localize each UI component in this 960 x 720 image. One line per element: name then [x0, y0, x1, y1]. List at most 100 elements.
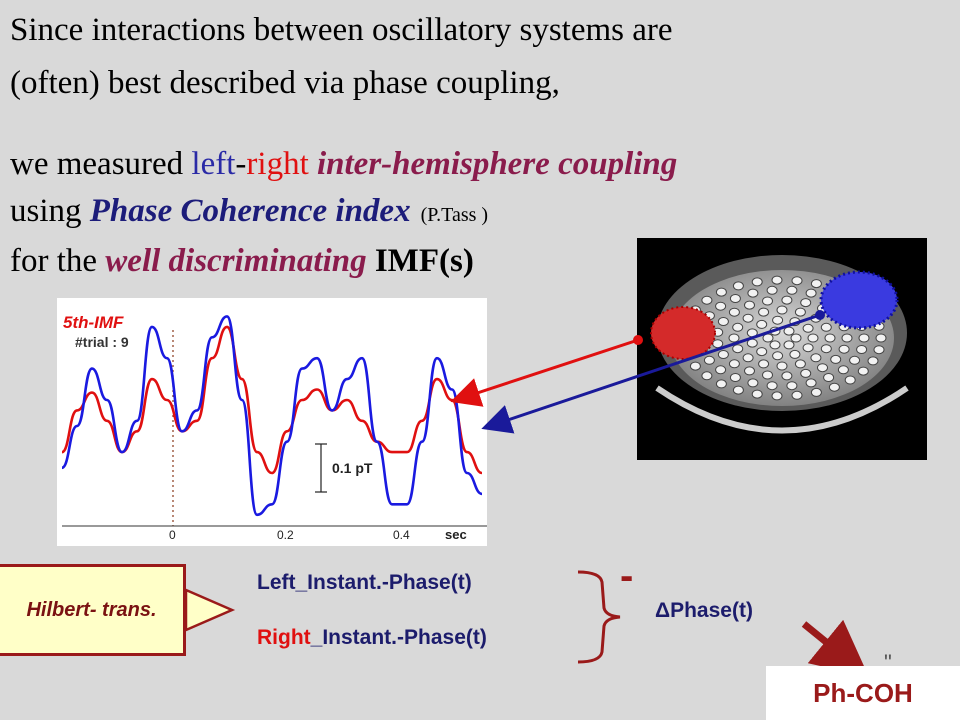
sensor-tube: [776, 361, 788, 371]
series-group: [61, 315, 483, 517]
sensor-helmet-drawing: [650, 255, 909, 434]
scale-label: 0.1 pT: [332, 460, 373, 476]
using-prefix: using: [10, 193, 90, 229]
sensor-tube: [802, 323, 814, 333]
sensor-tube: [783, 340, 795, 350]
method-line-2: using Phase Coherence index(P.Tass ): [10, 193, 488, 229]
left-word: left: [191, 146, 236, 182]
ph-coh-label: Ph-COH: [813, 677, 913, 708]
sensor-tube: [805, 378, 817, 388]
right-phase-label: Right_Instant.-Phase(t): [257, 626, 487, 650]
series-line-0: [61, 325, 483, 475]
sensor-tube: [746, 328, 758, 338]
sensor-tube: [769, 326, 781, 336]
intro-line-1-text: Since interactions between oscillatory s…: [10, 12, 673, 48]
sensor-tube: [800, 368, 812, 378]
intro-line-1: Since interactions between oscillatory s…: [10, 12, 673, 48]
sensor-tube: [858, 333, 870, 343]
sensor-tube: [830, 354, 842, 364]
sensor-tube: [729, 373, 741, 382]
sensor-tube: [810, 279, 822, 289]
imf-label: IMF(s): [366, 243, 474, 279]
sensor-tube: [802, 343, 814, 353]
intro-line-2: (often) best described via phase couplin…: [10, 65, 560, 101]
x-unit-label: sec: [445, 527, 467, 542]
sensor-tube: [758, 307, 770, 317]
sensor-tube: [789, 349, 801, 359]
sensor-tube: [857, 366, 869, 376]
left-sensor-region: [650, 306, 716, 360]
sensor-tube: [762, 333, 774, 343]
sensor-tube: [810, 313, 822, 323]
sensor-tube: [805, 288, 817, 298]
method-line-1: we measured left-right inter-hemisphere …: [10, 146, 677, 182]
sensor-tube: [837, 365, 849, 375]
sensor-tube: [772, 351, 784, 361]
sensor-tube: [875, 333, 887, 343]
sensor-tube: [703, 355, 715, 365]
minus-sign: -: [620, 554, 634, 598]
tick-label-0: 0: [169, 528, 176, 542]
phase-coherence-index: Phase Coherence index: [89, 193, 411, 229]
sensor-tube: [732, 322, 744, 332]
right-word-label: Right: [257, 626, 311, 649]
sensor-tube: [728, 307, 740, 317]
sensor-tube: [712, 339, 724, 349]
sensor-tube: [781, 371, 793, 381]
space: [309, 146, 317, 182]
sensor-tube: [820, 322, 832, 332]
sensor-tube: [772, 315, 784, 325]
sensor-tube: [791, 276, 803, 286]
for-prefix: for the: [10, 243, 106, 279]
method-prefix: we measured: [10, 146, 192, 182]
sensor-tube: [791, 390, 803, 400]
right-rest: _Instant.-Phase(t): [310, 626, 487, 649]
hilbert-transform-box: Hilbert- trans.: [0, 564, 186, 656]
sensor-tube: [701, 295, 713, 305]
sensor-tube: [742, 353, 754, 363]
sensor-tube: [762, 370, 773, 380]
hilbert-label: Hilbert- trans.: [26, 598, 157, 621]
sensor-tube: [766, 381, 778, 391]
sensor-tube: [810, 387, 822, 397]
delta-phase-label: ΔPhase(t): [655, 599, 753, 622]
sensor-tube: [766, 285, 778, 295]
inter-hemisphere-coupling: inter-hemisphere coupling: [316, 146, 678, 182]
left-phase-label: Left_Instant.-Phase(t): [257, 571, 472, 595]
chart-title: 5th-IMF: [63, 313, 124, 332]
sensor-tube: [689, 361, 701, 371]
sensor-tube: [732, 281, 744, 291]
sensor-tube: [717, 350, 729, 359]
intro-line-2-text: (often) best described via phase couplin…: [10, 65, 560, 101]
sensor-tube: [715, 365, 727, 375]
sensor-tube: [841, 333, 853, 343]
sensor-tube: [758, 359, 770, 369]
sensor-tube: [756, 319, 768, 329]
trial-label: #trial : 9: [75, 334, 129, 350]
sensor-tube: [786, 285, 798, 295]
sensor-tube: [744, 366, 755, 376]
sensor-tube: [756, 347, 768, 357]
sensor-tube: [810, 353, 822, 363]
right-word: right: [246, 146, 309, 182]
tick-label-1: 0.2: [277, 528, 294, 542]
ph-coh-box: Ph-COH: [766, 666, 960, 720]
series-line-1: [61, 315, 483, 517]
sensor-tube: [715, 287, 727, 297]
sensor-tube: [701, 371, 713, 381]
sensor-tube: [794, 359, 806, 369]
sensor-tube: [769, 340, 781, 350]
sensor-tube: [747, 378, 759, 388]
sensor-tube: [781, 295, 793, 305]
meg-sensor-helmet-image: [637, 238, 927, 460]
quote-mark: ": [884, 650, 892, 675]
sensor-tube: [729, 294, 741, 303]
left-word-label: Left: [257, 571, 296, 594]
sensor-tube: [751, 277, 763, 287]
dash: -: [235, 146, 247, 182]
sensor-tube: [776, 305, 788, 315]
sensor-tube: [744, 300, 755, 310]
sensor-tube: [728, 359, 740, 369]
sensor-tube: [728, 333, 740, 343]
sensor-tube: [732, 344, 744, 354]
